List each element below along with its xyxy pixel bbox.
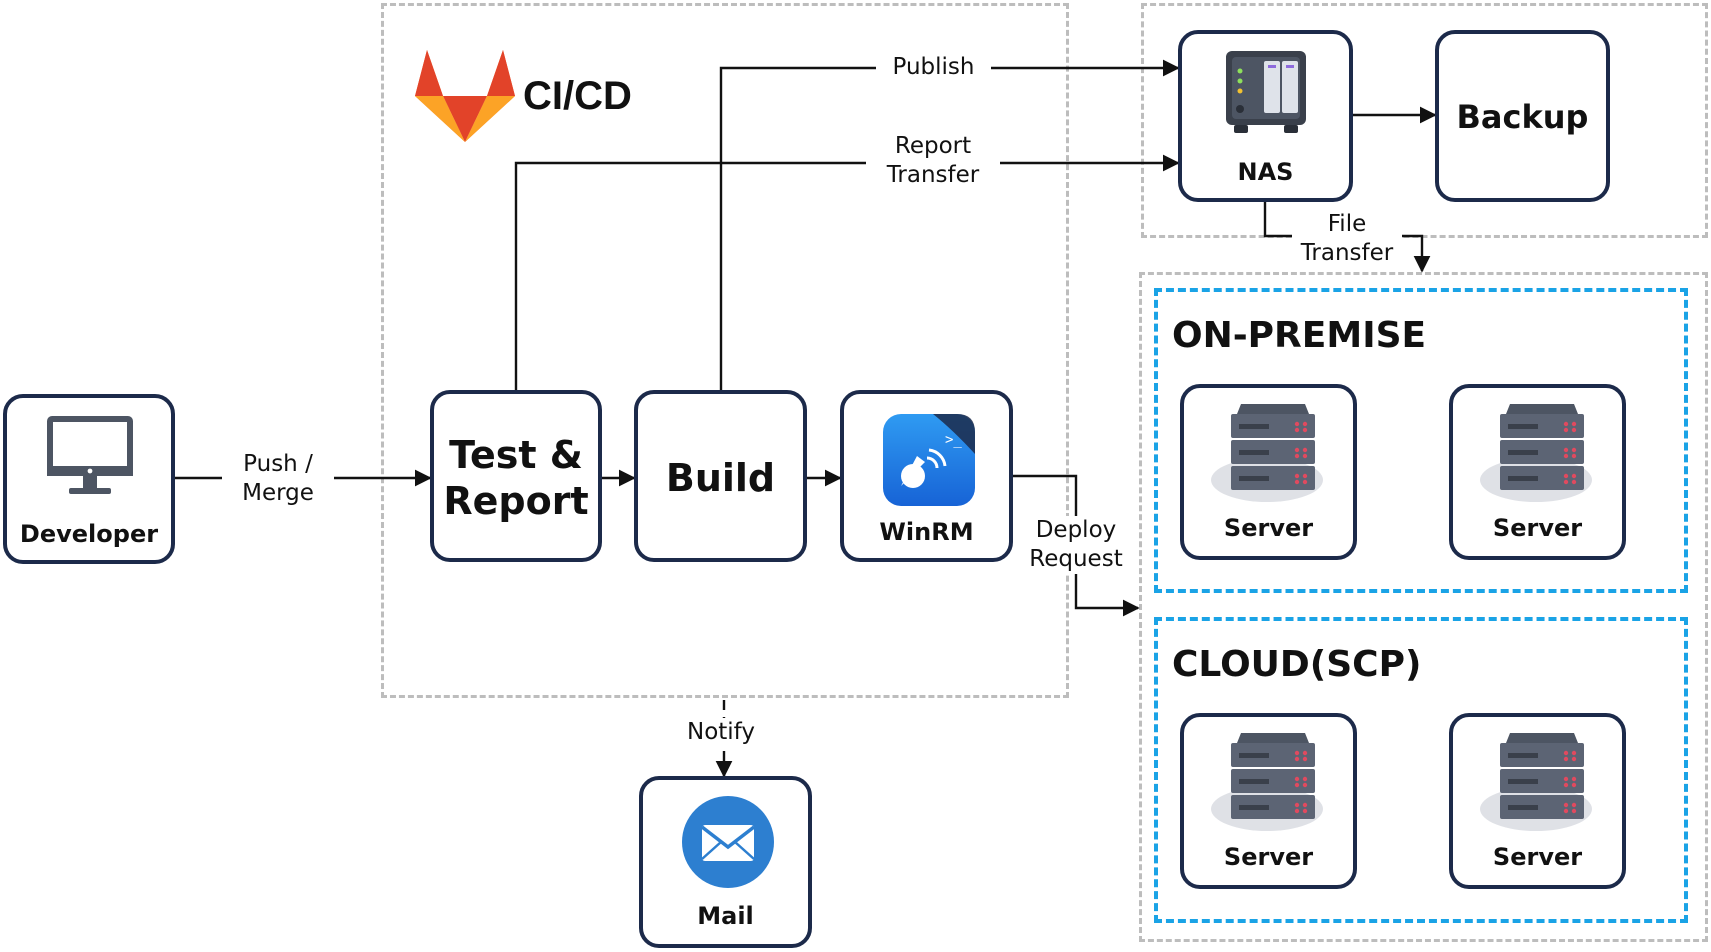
edge-label-report-transfer: Report Transfer bbox=[866, 132, 1000, 190]
server-label: Server bbox=[1223, 514, 1314, 542]
server-label: Server bbox=[1492, 843, 1583, 871]
mail-node[interactable]: Mail bbox=[639, 776, 812, 948]
backup-label: Backup bbox=[1456, 98, 1589, 136]
edge-label-deploy-request: Deploy Request bbox=[1026, 516, 1126, 574]
build-node[interactable]: Build bbox=[634, 390, 807, 562]
winrm-label: WinRM bbox=[879, 518, 974, 546]
server-label: Server bbox=[1492, 514, 1583, 542]
test-report-node[interactable]: Test & Report bbox=[430, 390, 602, 562]
winrm-node[interactable]: >_ WinRM bbox=[840, 390, 1013, 562]
edge-label-file-transfer: File Transfer bbox=[1292, 210, 1402, 268]
svg-text:>_: >_ bbox=[945, 432, 962, 448]
on-premise-group bbox=[1154, 288, 1688, 593]
nas-icon bbox=[1226, 51, 1306, 133]
test-report-label: Test & Report bbox=[443, 433, 589, 523]
developer-node[interactable]: Developer bbox=[3, 394, 175, 564]
edge-publish bbox=[719, 59, 1180, 390]
winrm-app-icon: >_ bbox=[883, 414, 975, 506]
monitor-icon bbox=[47, 416, 133, 494]
build-label: Build bbox=[665, 456, 776, 500]
cloud-group bbox=[1154, 617, 1688, 923]
server-icon bbox=[1480, 404, 1592, 502]
cloud-title: CLOUD(SCP) bbox=[1172, 644, 1422, 685]
server-label: Server bbox=[1223, 843, 1314, 871]
cicd-title: CI/CD bbox=[523, 74, 632, 118]
server-node[interactable]: Server bbox=[1180, 713, 1357, 889]
server-icon bbox=[1211, 404, 1323, 502]
mail-icon bbox=[682, 796, 774, 888]
edge-report-transfer bbox=[514, 154, 1180, 390]
on-premise-title: ON-PREMISE bbox=[1172, 315, 1427, 356]
server-node[interactable]: Server bbox=[1449, 713, 1626, 889]
server-icon bbox=[1211, 733, 1323, 831]
developer-label: Developer bbox=[19, 520, 159, 548]
deploy-targets-group bbox=[1139, 272, 1708, 942]
server-icon bbox=[1480, 733, 1592, 831]
gitlab-logo-icon bbox=[415, 50, 515, 142]
cicd-group bbox=[381, 3, 1069, 698]
storage-group bbox=[1141, 3, 1708, 238]
server-node[interactable]: Server bbox=[1449, 384, 1626, 560]
nas-node[interactable]: NAS bbox=[1178, 30, 1353, 202]
mail-label: Mail bbox=[697, 902, 754, 930]
nas-label: NAS bbox=[1237, 158, 1294, 186]
edge-label-push-merge: Push / Merge bbox=[222, 450, 334, 508]
server-node[interactable]: Server bbox=[1180, 384, 1357, 560]
edge-label-publish: Publish bbox=[876, 53, 991, 82]
backup-node[interactable]: Backup bbox=[1435, 30, 1610, 202]
edge-label-notify: Notify bbox=[675, 718, 767, 747]
